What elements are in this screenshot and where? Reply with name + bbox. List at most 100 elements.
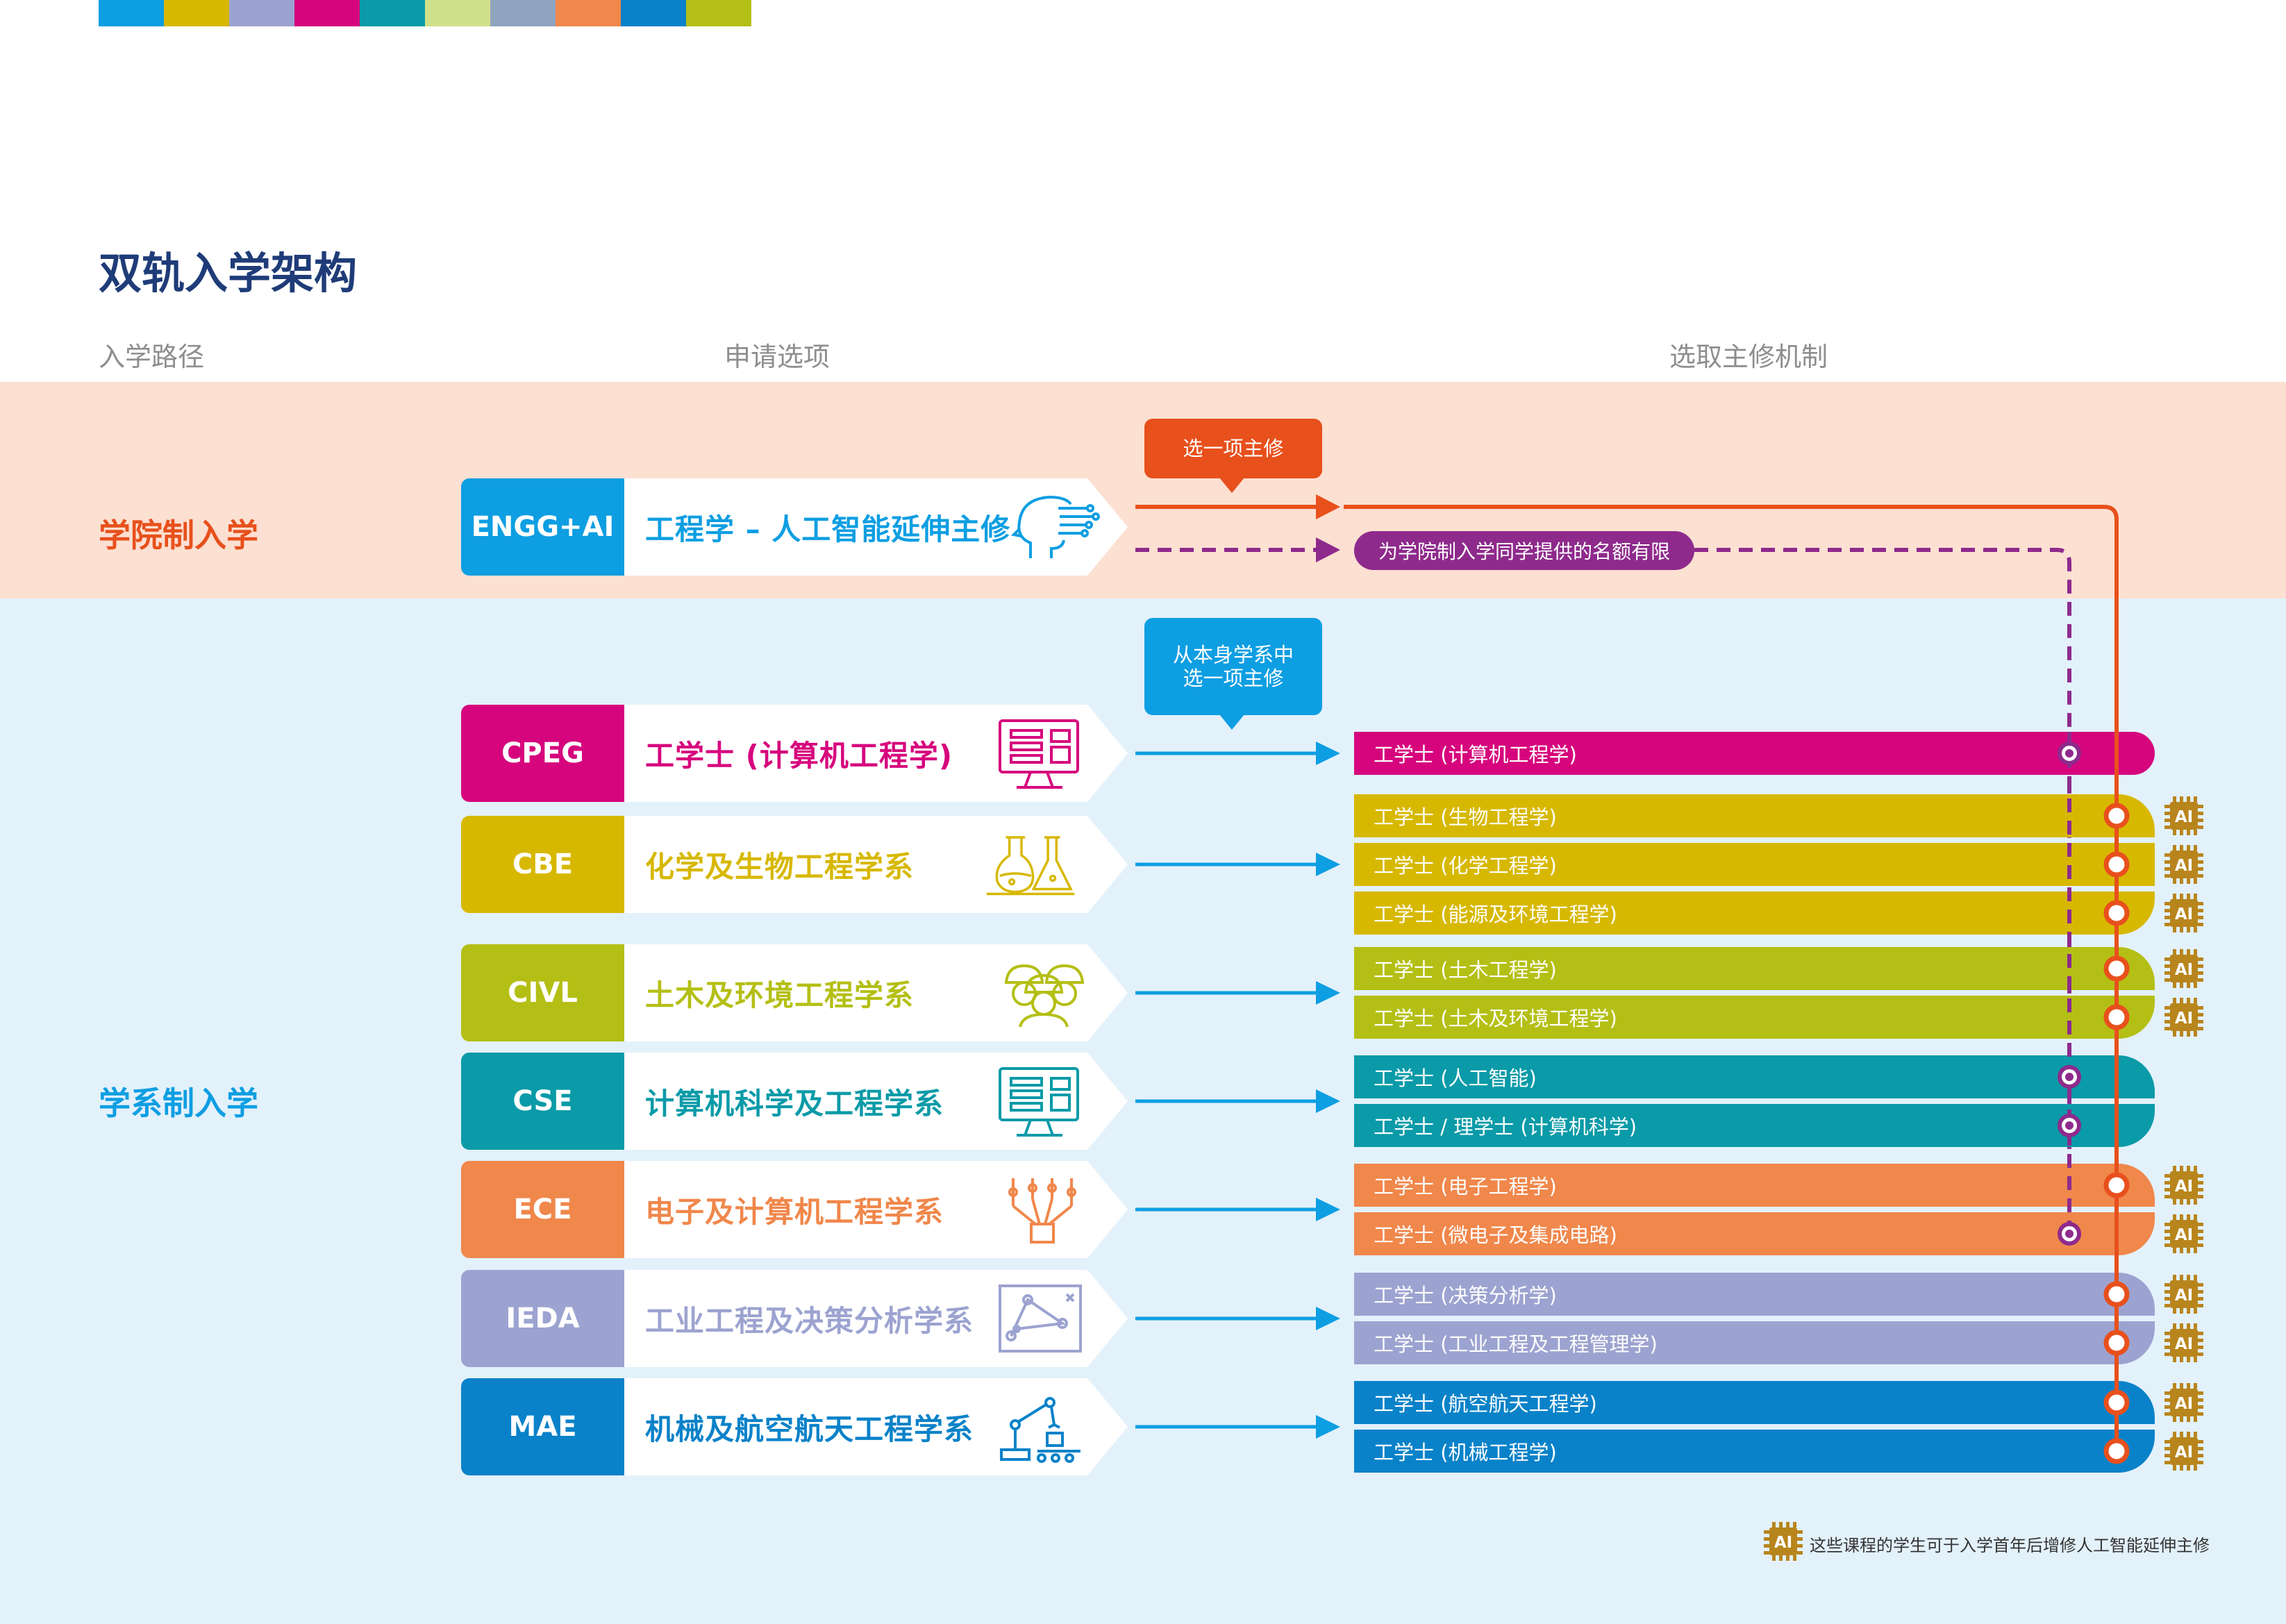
major-bar: 工学士 (人工智能) [1354, 1055, 2155, 1098]
bubble-text: 选一项主修 [1183, 437, 1284, 460]
bubble-text-line1: 从本身学系中 [1172, 643, 1294, 667]
ai-chip-icon: AI [2164, 949, 2203, 988]
major-label: 工学士 (机械工程学) [1374, 1441, 1557, 1464]
color-swatch [99, 0, 164, 26]
orange-node [2103, 1004, 2130, 1030]
major-label: 工学士 (生物工程学) [1374, 805, 1557, 829]
svg-text:AI: AI [2175, 1010, 2193, 1028]
cse-label: 计算机科学及工程学系 [645, 1086, 944, 1121]
civl-code: CIVL [508, 977, 578, 1009]
computer-engineering-icon [999, 719, 1079, 789]
ai-chip-icon: AI [2164, 845, 2203, 884]
ieda-option: 工业工程及决策分析学系 [624, 1270, 1128, 1367]
orange-node [2103, 1281, 2130, 1307]
hard-hat-workers-icon [1004, 964, 1085, 1028]
major-label: 工学士 (决策分析学) [1374, 1284, 1557, 1307]
major-bar: 工学士 (微电子及集成电路) [1354, 1212, 2155, 1255]
orange-node [2103, 900, 2130, 926]
ai-chip-icon: AI [2164, 796, 2203, 835]
mae-code: MAE [508, 1411, 577, 1443]
column-header-path: 入学路径 [99, 342, 205, 372]
ece-code-box: ECE [461, 1161, 624, 1258]
color-swatch [425, 0, 490, 26]
orange-node [2103, 1389, 2130, 1416]
major-label: 工学士 (化学工程学) [1374, 854, 1557, 878]
choose-one-major-bubble: 选一项主修 [1144, 419, 1322, 478]
major-label: 工学士 (人工智能) [1374, 1066, 1537, 1090]
orange-node [2103, 1438, 2130, 1464]
color-swatch [686, 0, 751, 26]
major-label: 工学士 (航空航天工程学) [1374, 1392, 1597, 1416]
ai-chip-icon: AI [2164, 894, 2203, 932]
major-bar: 工学士 (机械工程学) [1354, 1430, 2155, 1473]
color-swatch [490, 0, 556, 26]
ai-chip-icon: AI [1764, 1522, 1803, 1561]
ece-option: 电子及计算机工程学系 [624, 1161, 1128, 1258]
cbe-label: 化学及生物工程学系 [645, 849, 915, 884]
cpeg-label: 工学士 (计算机工程学) [645, 738, 953, 773]
ai-chip-icon: AI [2164, 1383, 2203, 1422]
major-label: 工学士 (工业工程及工程管理学) [1374, 1332, 1658, 1356]
major-bar: 工学士 (土木工程学) [1354, 947, 2155, 990]
ai-head-icon [1010, 495, 1100, 558]
svg-text:AI: AI [2175, 1226, 2193, 1244]
major-label: 工学士 (土木及环境工程学) [1374, 1007, 1617, 1030]
svg-text:AI: AI [1774, 1534, 1792, 1552]
cbe-code-box: CBE [461, 816, 624, 913]
major-label: 工学士 (土木工程学) [1374, 958, 1557, 982]
ai-chip-icon: AI [2164, 998, 2203, 1037]
bubble-text-line2: 选一项主修 [1183, 667, 1284, 690]
cpeg-option: 工学士 (计算机工程学) [624, 705, 1128, 802]
bubble-pointer [1219, 714, 1244, 730]
orange-route-line [1135, 505, 2119, 1450]
ieda-code: IEDA [506, 1303, 580, 1334]
department-arrows [1135, 742, 1340, 1439]
ai-legend-text: 这些课程的学生可于入学首年后增修人工智能延伸主修 [1810, 1536, 2210, 1555]
major-label: 工学士 (计算机工程学) [1374, 743, 1577, 767]
department-track-label: 学系制入学 [99, 1085, 258, 1122]
computer-screen-icon [999, 1067, 1079, 1137]
purple-route-line [1135, 548, 2071, 1234]
ece-code: ECE [513, 1194, 572, 1225]
orange-node [2103, 803, 2130, 829]
engg-ai-option: 工程学 – 人工智能延伸主修 [624, 478, 1128, 576]
color-swatch [229, 0, 294, 26]
purple-nodes [2058, 742, 2081, 1246]
cpeg-code: CPEG [501, 737, 584, 769]
page-title: 双轨入学架构 [99, 248, 358, 299]
major-bar: 工学士 (航空航天工程学) [1354, 1381, 2155, 1424]
purple-arrow-head [1316, 537, 1340, 562]
ece-label: 电子及计算机工程学系 [645, 1194, 944, 1229]
svg-text:AI: AI [2175, 1395, 2193, 1413]
civl-label: 土木及环境工程学系 [645, 978, 915, 1012]
decision-graph-icon [999, 1284, 1082, 1353]
major-label: 工学士 (微电子及集成电路) [1374, 1223, 1617, 1247]
svg-text:AI: AI [2175, 1178, 2193, 1196]
limited-quota-pill: 为学院制入学同学提供的名额有限 [1354, 531, 1694, 570]
major-label: 工学士 / 理学士 (计算机科学) [1374, 1115, 1637, 1139]
school-track-label: 学院制入学 [99, 517, 258, 554]
major-bar: 工学士 (土木及环境工程学) [1354, 996, 2155, 1039]
major-bar: 工学士 (生物工程学) [1354, 794, 2155, 837]
civl-option: 土木及环境工程学系 [624, 944, 1128, 1041]
orange-arrow-head [1316, 494, 1340, 519]
ai-chip-icon: AI [2164, 1166, 2203, 1205]
ai-chip-icon: AI [2164, 1214, 2203, 1253]
column-header-options: 申请选项 [724, 342, 831, 372]
mae-code-box: MAE [461, 1378, 624, 1475]
major-bar: 工学士 (能源及环境工程学) [1354, 891, 2155, 935]
civl-code-box: CIVL [461, 944, 624, 1041]
ieda-label: 工业工程及决策分析学系 [645, 1303, 974, 1338]
color-swatch [360, 0, 425, 26]
ai-chip-icon: AI [2164, 1323, 2203, 1362]
ai-chip-icon: AI [2164, 1432, 2203, 1471]
column-header-major: 选取主修机制 [1669, 342, 1828, 372]
mae-label: 机械及航空航天工程学系 [645, 1412, 974, 1446]
school-track-band [0, 382, 2286, 598]
color-swatch [294, 0, 360, 26]
major-bar: 工学士 / 理学士 (计算机科学) [1354, 1104, 2155, 1147]
engg-ai-label: 工程学 – 人工智能延伸主修 [645, 512, 1011, 546]
svg-text:AI: AI [2175, 1335, 2193, 1353]
